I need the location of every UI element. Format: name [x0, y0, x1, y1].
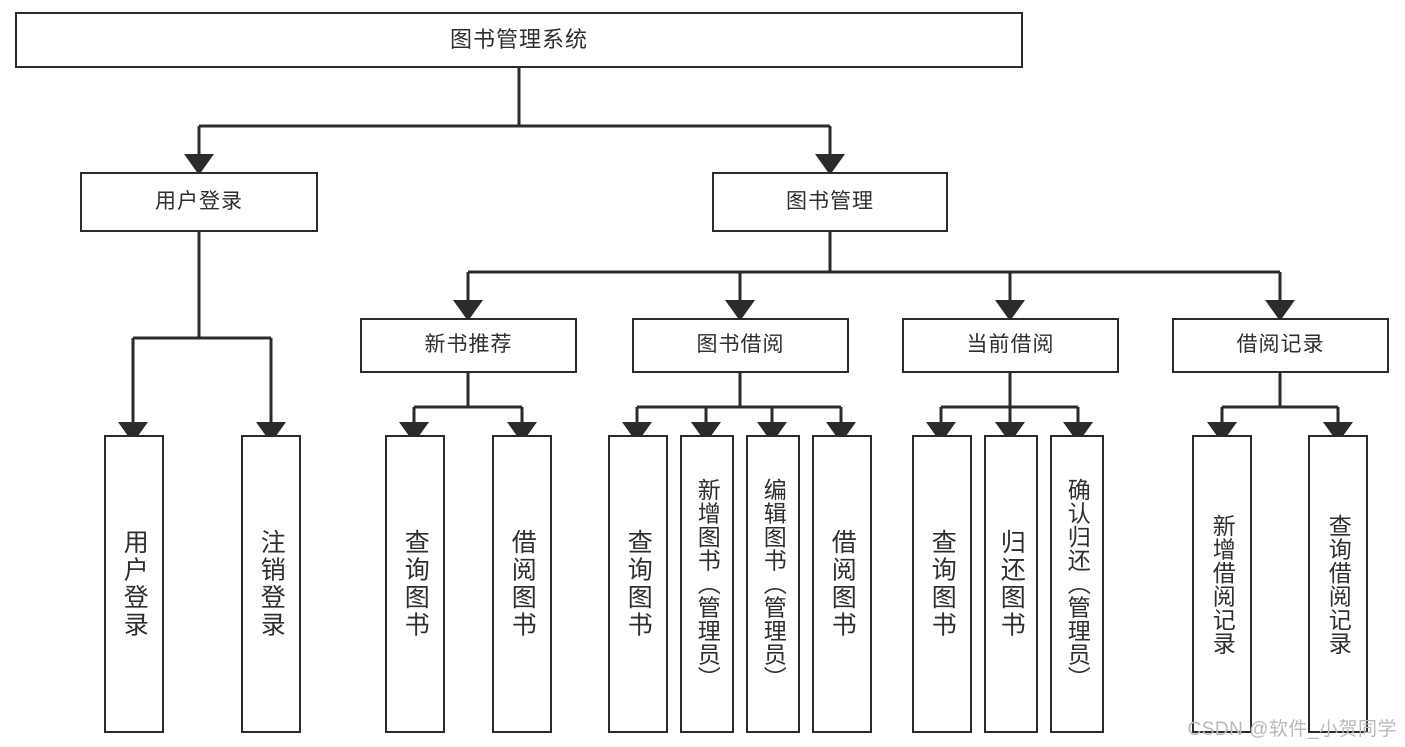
leaf-borrow-book[interactable]: 借阅图书 — [812, 435, 872, 733]
leaf-label: 编辑图书（管理员） — [760, 478, 787, 690]
node-book-management[interactable]: 图书管理 — [712, 172, 948, 232]
node-new-book-recommend[interactable]: 新书推荐 — [360, 318, 577, 373]
csdn-watermark: CSDN @软件_小贺同学 — [1187, 719, 1397, 740]
leaf-label: 借阅图书 — [828, 529, 857, 639]
node-borrow-record[interactable]: 借阅记录 — [1172, 318, 1389, 373]
leaf-query-borrow-record[interactable]: 查询借阅记录 — [1308, 435, 1368, 733]
node-root-system[interactable]: 图书管理系统 — [15, 12, 1023, 68]
leaf-label: 归还图书 — [997, 529, 1026, 639]
leaf-edit-book-admin[interactable]: 编辑图书（管理员） — [746, 435, 800, 733]
leaf-add-borrow-record[interactable]: 新增借阅记录 — [1192, 435, 1252, 733]
node-current-borrow[interactable]: 当前借阅 — [902, 318, 1119, 373]
leaf-query-book-new[interactable]: 查询图书 — [385, 435, 445, 733]
leaf-label: 查询借阅记录 — [1325, 513, 1352, 655]
leaf-label: 查询图书 — [401, 529, 430, 639]
leaf-label: 查询图书 — [624, 529, 653, 639]
leaf-add-book-admin[interactable]: 新增图书（管理员） — [680, 435, 734, 733]
leaf-label: 新增借阅记录 — [1209, 513, 1236, 655]
leaf-return-book[interactable]: 归还图书 — [984, 435, 1038, 733]
leaf-label: 注销登录 — [257, 529, 286, 639]
leaf-label: 新增图书（管理员） — [694, 478, 721, 690]
node-user-login[interactable]: 用户登录 — [80, 172, 318, 232]
leaf-confirm-return-admin[interactable]: 确认归还（管理员） — [1050, 435, 1104, 733]
leaf-label: 确认归还（管理员） — [1064, 478, 1091, 690]
leaf-borrow-book-new[interactable]: 借阅图书 — [492, 435, 552, 733]
leaf-label: 用户登录 — [120, 529, 149, 639]
leaf-query-book-current[interactable]: 查询图书 — [912, 435, 972, 733]
leaf-label: 查询图书 — [928, 529, 957, 639]
leaf-user-login[interactable]: 用户登录 — [104, 435, 164, 733]
leaf-label: 借阅图书 — [508, 529, 537, 639]
leaf-query-book-borrow[interactable]: 查询图书 — [608, 435, 668, 733]
leaf-logout[interactable]: 注销登录 — [241, 435, 301, 733]
node-book-borrow[interactable]: 图书借阅 — [632, 318, 849, 373]
